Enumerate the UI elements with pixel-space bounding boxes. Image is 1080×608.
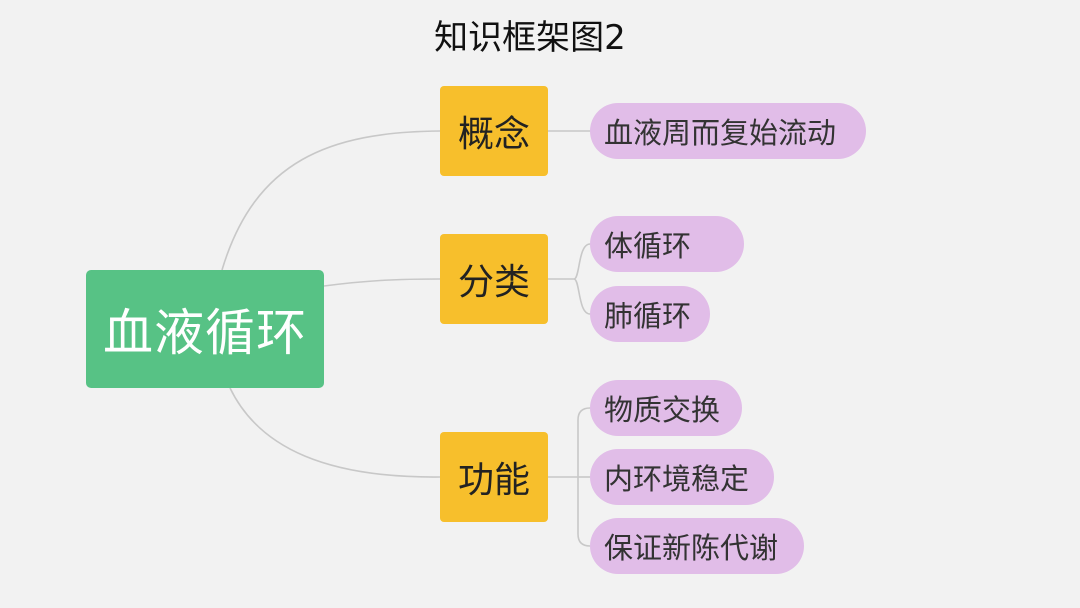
- leaf-node-internal-stability[interactable]: 内环境稳定: [590, 449, 774, 505]
- leaf-node-material-exchange[interactable]: 物质交换: [590, 380, 742, 436]
- classification-to-leaf-1-link: [573, 243, 591, 280]
- function-to-leaf-1-link: [577, 407, 591, 477]
- leaf-node-pulmonary-circulation[interactable]: 肺循环: [590, 286, 710, 342]
- branch-node-function[interactable]: 功能: [440, 432, 548, 522]
- diagram-title: 知识框架图2: [434, 18, 626, 58]
- classification-to-leaf-2-link: [573, 278, 591, 315]
- root-to-classification-link: [323, 278, 441, 287]
- root-to-concept-link: [221, 130, 441, 271]
- root-node[interactable]: 血液循环: [86, 270, 324, 388]
- root-to-function-link: [229, 387, 441, 478]
- branch-node-concept[interactable]: 概念: [440, 86, 548, 176]
- function-to-leaf-3-link: [577, 477, 591, 547]
- leaf-node-systemic-circulation[interactable]: 体循环: [590, 216, 744, 272]
- leaf-node-metabolism[interactable]: 保证新陈代谢: [590, 518, 804, 574]
- leaf-node-blood-flow[interactable]: 血液周而复始流动: [590, 103, 866, 159]
- branch-node-classification[interactable]: 分类: [440, 234, 548, 324]
